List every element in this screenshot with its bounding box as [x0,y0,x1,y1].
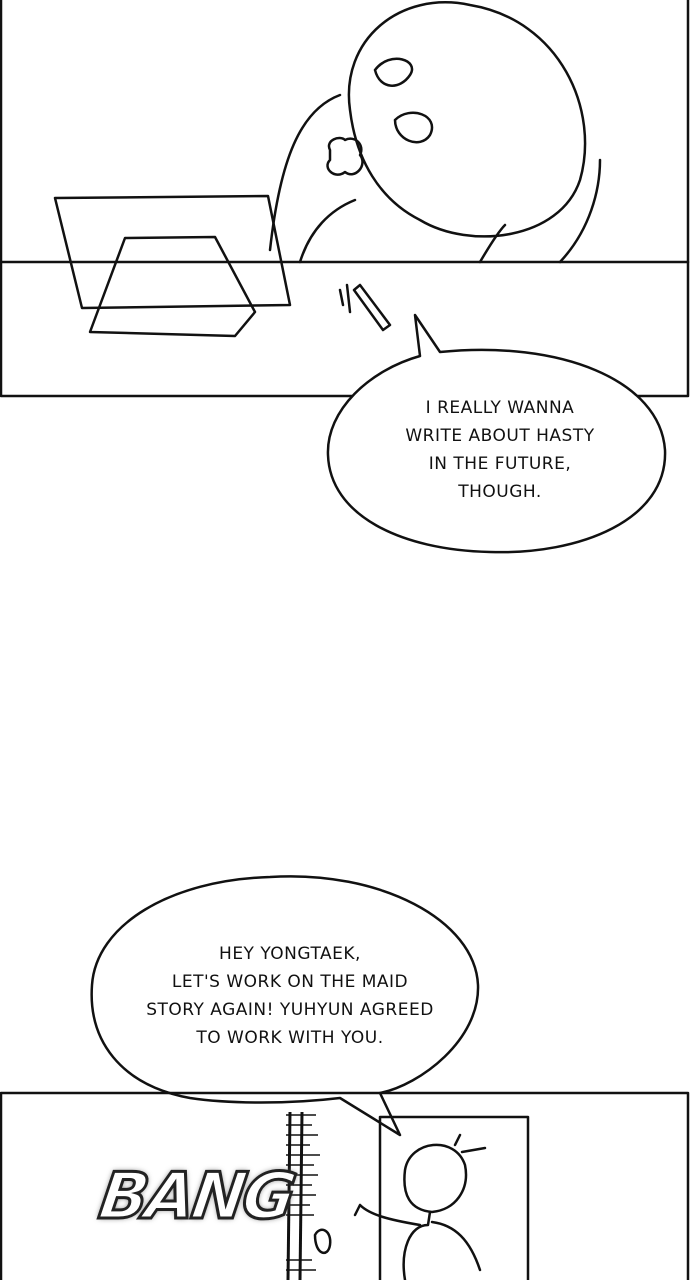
panel2-frame [0,1091,690,1280]
character-eye [373,57,414,87]
bubble-line: IN THE FUTURE, [428,454,572,474]
bubble-line: LET'S WORK ON THE MAID [171,972,409,992]
bubble-line: WRITE ABOUT HASTY [405,426,595,446]
sound-effect-bang: BANG [93,1159,299,1236]
panel1-frame [0,0,690,398]
bubble-line: TO WORK WITH YOU. [196,1028,384,1048]
speech-bubble-2-text: HEY YONGTAEK, LET'S WORK ON THE MAID STO… [110,940,470,1052]
laptop [53,194,292,310]
bubble-line: THOUGH. [458,482,542,502]
bubble-line: I REALLY WANNA [425,398,575,418]
speech-bubble-1-text: I REALLY WANNA WRITE ABOUT HASTY IN THE … [360,394,640,506]
door-knob [313,1228,332,1255]
character-girl [403,1143,468,1214]
speech-bubble-2 [90,875,480,1137]
door-motion-lines [286,1111,320,1280]
bubble-line: HEY YONGTAEK, [219,944,361,964]
bubble-line: STORY AGAIN! YUHYUN AGREED [146,1000,434,1020]
door-frame [378,1115,530,1280]
puff-cloud [326,136,364,176]
pen [352,283,392,332]
speech-bubble-1 [326,313,667,554]
character-head [347,1,587,238]
